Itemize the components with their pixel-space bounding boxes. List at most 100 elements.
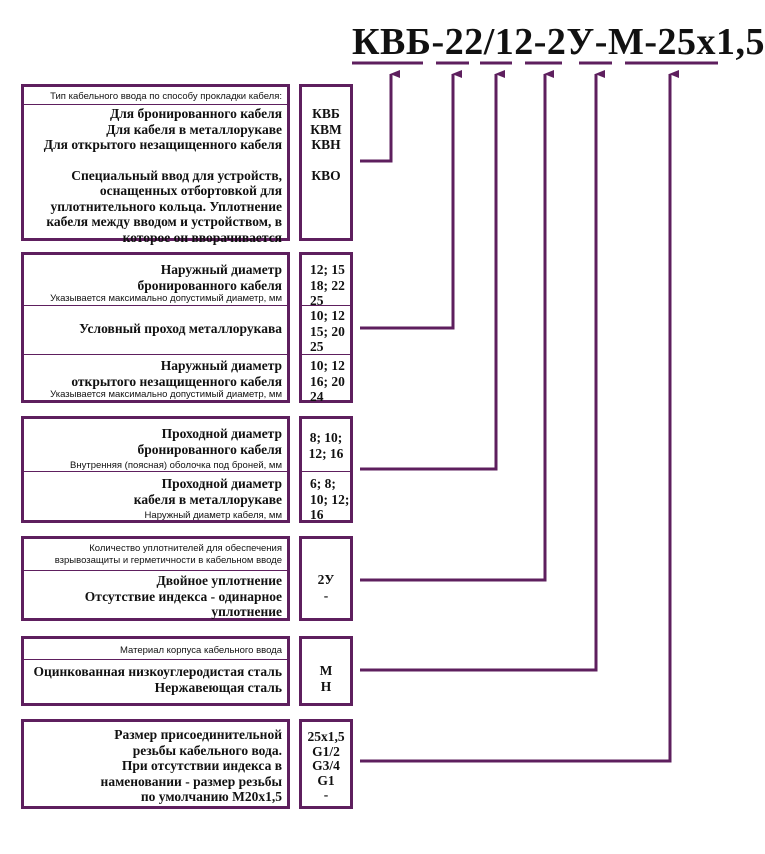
row-title-line: Проходной диаметр bbox=[161, 426, 282, 441]
value-line: 10; 12 bbox=[310, 358, 345, 373]
connector-type bbox=[360, 70, 400, 163]
code-value: КВО bbox=[311, 167, 341, 183]
value-line: 12; 15 bbox=[310, 262, 345, 277]
row-title-line: открытого незащищенного кабеля bbox=[71, 373, 282, 389]
section-entry-type-codes: КВБ КВМ КВН КВО bbox=[299, 84, 353, 241]
description-line: резьбы кабельного вода. bbox=[132, 742, 282, 758]
row-note: Внутренняя (поясная) оболочка под броней… bbox=[70, 460, 282, 471]
value-line: Н bbox=[320, 678, 332, 694]
value-line: 10; 12 bbox=[310, 308, 345, 323]
section-outer-diameter-description: Наружный диаметр бронированного кабеля У… bbox=[21, 252, 290, 403]
values-cell: 12; 15 18; 22 25 bbox=[302, 255, 350, 308]
option-label-line: оснащенных отбортовкой для bbox=[99, 183, 282, 198]
option-label: Для бронированного кабеля bbox=[109, 106, 282, 121]
section-material-values: М Н bbox=[299, 636, 353, 706]
section-caption: Материал корпуса кабельного ввода bbox=[119, 645, 282, 656]
description-line: по умолчанию М20x1,5 bbox=[140, 789, 282, 804]
value-line: 12; 16 bbox=[308, 445, 344, 461]
option-label: Для открытого незащищенного кабеля bbox=[43, 137, 282, 152]
row-note: Наружный диаметр кабеля, мм bbox=[144, 510, 282, 521]
code-value: КВН bbox=[311, 137, 341, 152]
connector-thread bbox=[360, 70, 679, 763]
outer-diameter-row: Наружный диаметр открытого незащищенного… bbox=[24, 354, 287, 403]
row-title-line: Наружный диаметр bbox=[160, 262, 282, 277]
values-cell: 6; 8; 10; 12; 16 bbox=[302, 471, 350, 523]
row-title-line: бронированного кабеля bbox=[137, 277, 282, 293]
title-separator: - bbox=[533, 21, 547, 63]
title-separator: - bbox=[594, 21, 608, 63]
value-line: 16 bbox=[310, 507, 324, 522]
option-line: Двойное уплотнение bbox=[156, 573, 282, 588]
values-cell: 8; 10; 12; 16 bbox=[302, 419, 350, 471]
option-line: Нержавеющая сталь bbox=[154, 679, 282, 695]
title-segment-type: КВБ bbox=[352, 21, 432, 63]
row-title-line: бронированного кабеля bbox=[137, 441, 282, 457]
section-thread-description: Размер присоединительной резьбы кабельно… bbox=[21, 719, 290, 809]
caption-line: взрывозащиты и герметичности в кабельном… bbox=[54, 555, 282, 566]
section-thread-values: 25x1,5 G1/2 G3/4 G1 - bbox=[299, 719, 353, 809]
option-line: Оцинкованная низкоуглеродистая сталь bbox=[33, 664, 282, 679]
outer-diameter-row: Наружный диаметр бронированного кабеля У… bbox=[24, 255, 287, 305]
seal-options: Двойное уплотнение Отсутствие индекса - … bbox=[24, 570, 287, 620]
values-cell: 10; 12 16; 20 24 bbox=[302, 354, 350, 404]
row-note: Указывается максимально допустимый диаме… bbox=[50, 293, 282, 304]
option-label-line: кабеля между вводом и устройством, в bbox=[46, 214, 282, 229]
section-caption: Количество уплотнителей для обеспечения … bbox=[24, 543, 287, 577]
value-line: 18; 22 bbox=[310, 277, 345, 293]
section-outer-diameter-values: 12; 15 18; 22 25 10; 12 15; 20 25 10; 12… bbox=[299, 252, 353, 404]
value-line: 24 bbox=[310, 389, 324, 404]
caption-line: Количество уплотнителей для обеспечения bbox=[89, 543, 282, 554]
row-title-line: Наружный диаметр bbox=[160, 358, 282, 373]
section-seal-values: 2У - bbox=[299, 536, 353, 621]
option-label-line: уплотнительного кольца. Уплотнение bbox=[50, 198, 282, 214]
value-line: 10; 12; bbox=[310, 491, 350, 507]
row-title-line: Условный проход металлорукава bbox=[79, 321, 282, 336]
title-segment-bore-diameter: 12 bbox=[494, 21, 534, 63]
outer-diameter-row: Условный проход металлорукава bbox=[24, 305, 287, 354]
title-separator: - bbox=[431, 21, 445, 63]
description-line: При отсутствии индекса в bbox=[121, 758, 282, 773]
option-line: Отсутствие индекса - одинарное bbox=[84, 588, 282, 604]
section-entry-type-description: Тип кабельного ввода по способу прокладк… bbox=[21, 84, 290, 245]
title-segment-thread: 25x1,5 bbox=[657, 21, 765, 63]
value-line: G1 bbox=[317, 772, 335, 788]
value-line: 25x1,5 bbox=[307, 729, 345, 744]
connector-seal bbox=[360, 70, 554, 582]
title-separator: - bbox=[644, 21, 658, 63]
option-line: уплотнение bbox=[211, 604, 282, 619]
value-line: М bbox=[319, 663, 333, 678]
value-line: 25 bbox=[310, 339, 324, 354]
entry-type-options: Для бронированного кабеля Для кабеля в м… bbox=[24, 104, 287, 245]
value-line: 16; 20 bbox=[310, 373, 345, 389]
description-line: Размер присоединительной bbox=[114, 727, 282, 742]
thread-description-lines: Размер присоединительной резьбы кабельно… bbox=[24, 727, 287, 805]
option-label-line: Специальный ввод для устройств, bbox=[71, 167, 282, 183]
title-segment-seal: 2У bbox=[546, 21, 595, 63]
section-material-description: Материал корпуса кабельного ввода Оцинко… bbox=[21, 636, 290, 706]
code-value: КВБ bbox=[312, 106, 340, 121]
value-line: 8; 10; bbox=[309, 430, 343, 445]
title-segment-outer-diameter: 22 bbox=[444, 21, 484, 63]
description-line: наменовании - размер резьбы bbox=[100, 773, 282, 789]
value-line: 25 bbox=[310, 293, 324, 308]
title-separator: / bbox=[483, 21, 495, 63]
designation-title: КВБ-22/12-2У-М-25x1,5 bbox=[352, 22, 765, 62]
value-line: - bbox=[323, 787, 329, 802]
value-line: G1/2 bbox=[312, 743, 340, 759]
connector-lines bbox=[352, 61, 718, 763]
row-title-line: Проходной диаметр bbox=[161, 476, 282, 491]
bore-diameter-row: Проходной диаметр бронированного кабеля … bbox=[24, 419, 287, 471]
option-label: Для кабеля в металлорукаве bbox=[106, 121, 282, 137]
title-segment-material: М bbox=[607, 21, 645, 63]
value-line: 6; 8; bbox=[310, 476, 336, 491]
material-options: Оцинкованная низкоуглеродистая сталь Нер… bbox=[24, 659, 287, 695]
option-label-line: которое он вворачивается bbox=[122, 229, 282, 245]
value-line: 2У bbox=[317, 572, 335, 587]
section-bore-diameter-values: 8; 10; 12; 16 6; 8; 10; 12; 16 bbox=[299, 416, 353, 523]
section-caption: Тип кабельного ввода по способу прокладк… bbox=[50, 91, 282, 102]
value-line: G3/4 bbox=[312, 758, 340, 773]
value-line: - bbox=[323, 587, 329, 603]
section-seal-description: Количество уплотнителей для обеспечения … bbox=[21, 536, 290, 621]
row-note: Указывается максимально допустимый диаме… bbox=[50, 389, 282, 400]
value-line: 15; 20 bbox=[310, 323, 345, 339]
